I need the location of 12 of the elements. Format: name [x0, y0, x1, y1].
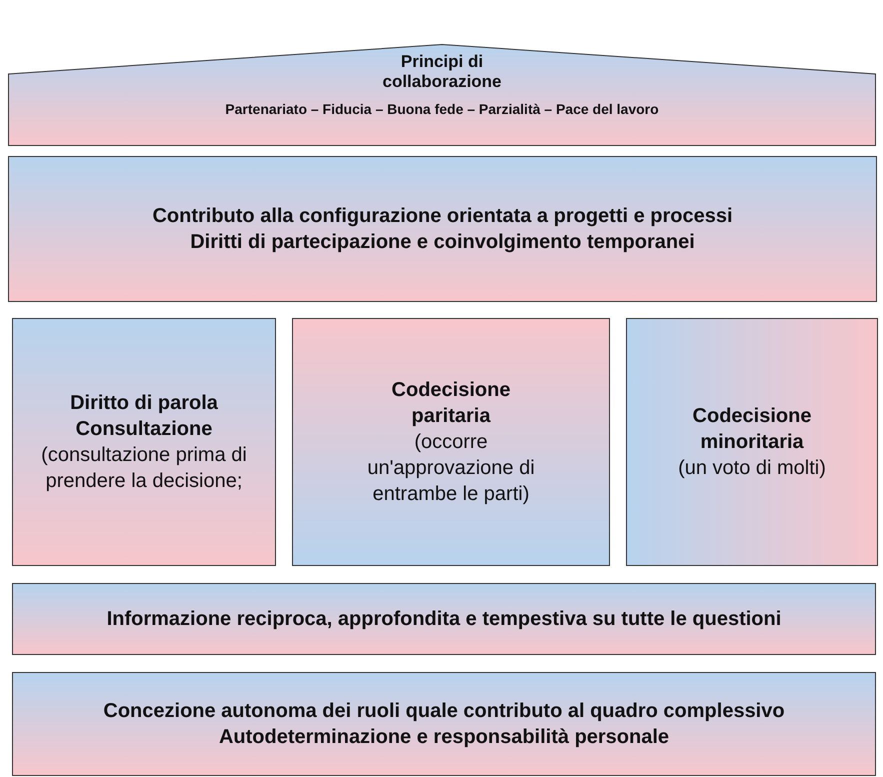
heading-text: Principi di collaborazione — [381, 52, 503, 93]
description-text: (un voto di molti) — [678, 456, 826, 481]
description-text: (consultazione prima di prendere la decisione; — [40, 443, 248, 494]
heading-text: Concezione autonoma dei ruoli quale contributo al quadro complessivo Autodeterminazione e responsabilità personale — [102, 699, 786, 750]
subheading-text: Partenariato – Fiducia – Buona fede – Parzialità – Pace del lavoro — [225, 100, 659, 118]
heading-text: Diritto di parola Consultazione — [69, 391, 219, 442]
subheading-text: Diritti di partecipazione e coinvolgimento temporanei — [190, 230, 695, 255]
heading-text: Informazione reciproca, approfondita e tempestiva su tutte le questioni — [106, 607, 782, 632]
heading-text: Codecisione minoritaria — [692, 404, 812, 455]
heading-text: Contributo alla configurazione orientata a progetti e processi — [152, 204, 733, 229]
heading-text: Codecisione paritaria — [390, 378, 512, 429]
description-text: (occorre un'approvazione di entrambe le parti) — [366, 430, 536, 507]
